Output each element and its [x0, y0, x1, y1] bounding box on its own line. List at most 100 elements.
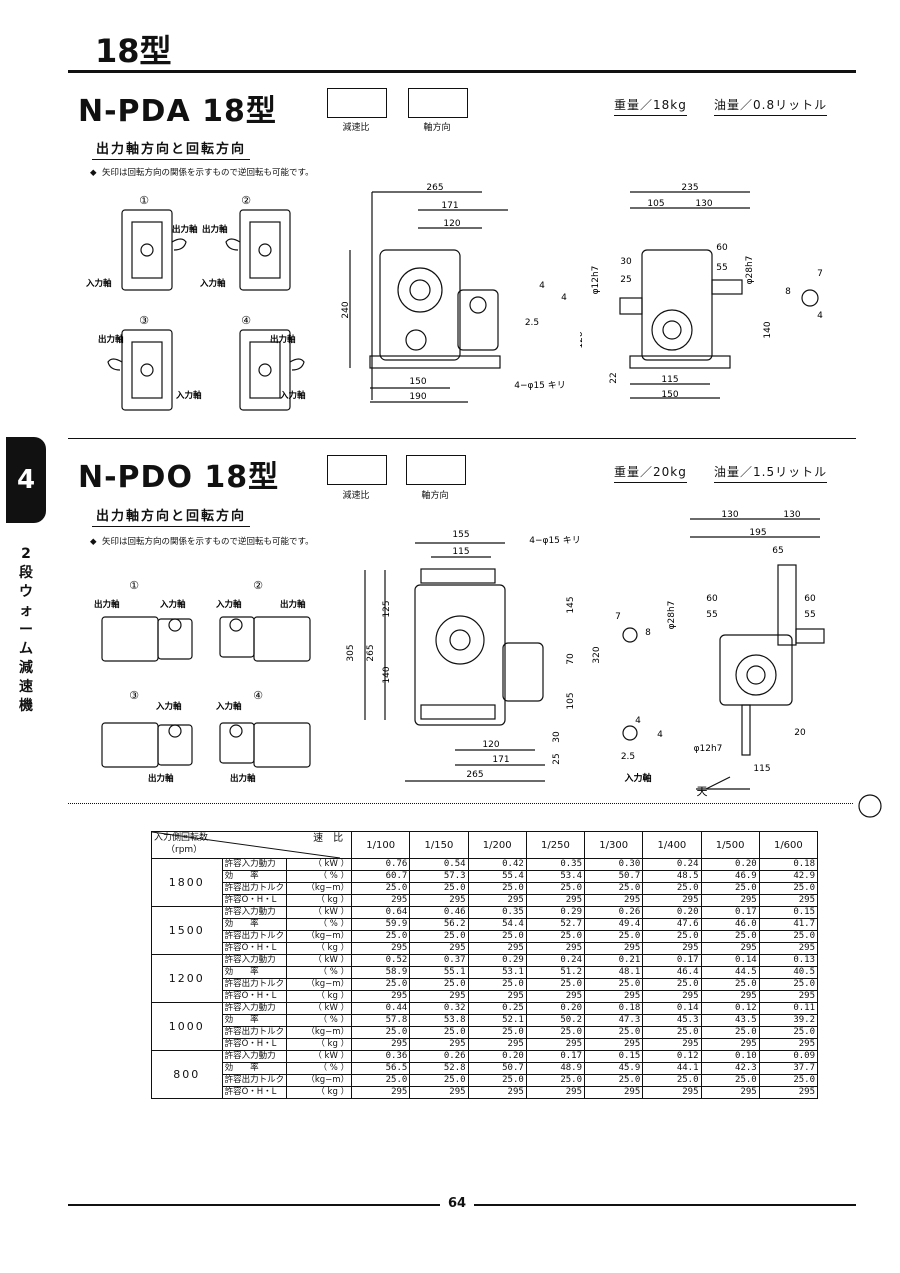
value-cell: 48.9	[525, 1062, 586, 1075]
chapter-title-char: 2	[21, 546, 31, 562]
chapter-title-char: ム	[19, 641, 33, 657]
value-cell: 295	[700, 942, 760, 955]
note-text: 矢印は回転方向の関係を示すもので逆回転も可能です。	[101, 168, 314, 178]
value-cell: 25.0	[642, 930, 702, 943]
value-cell: 295	[525, 1086, 586, 1099]
dim-text: 145	[566, 596, 576, 613]
item-unit: （ kg ）	[286, 1038, 353, 1051]
item-label: 許容O・H・L	[221, 1086, 288, 1099]
dim-text: 115	[753, 764, 770, 774]
chapter-title-char: 段	[19, 565, 33, 581]
dim-text: 265	[466, 770, 483, 780]
value-cell: 25.0	[584, 1074, 644, 1087]
output-label: 出力軸	[172, 224, 198, 235]
value-cell: 25.0	[758, 978, 819, 991]
value-cell: 40.5	[758, 966, 819, 979]
corner-rpm-bottom: （rpm）	[166, 845, 203, 855]
rotation-note: ◆ 矢印は回転方向の関係を示すもので逆回転も可能です。	[90, 168, 314, 178]
dim-text: 55	[804, 610, 815, 620]
axis-code-box[interactable]	[408, 88, 468, 118]
value-cell: 25.0	[409, 930, 469, 943]
item-unit: （kg−m）	[286, 1026, 353, 1039]
value-cell: 25.0	[700, 882, 760, 895]
value-cell: 295	[467, 894, 527, 907]
value-cell: 295	[642, 1086, 702, 1099]
value-cell: 25.0	[642, 1074, 702, 1087]
dim-text: 140	[763, 321, 773, 338]
dim-text: 8	[645, 628, 651, 638]
value-cell: 295	[700, 1038, 760, 1051]
dim-text: 25	[620, 275, 631, 285]
value-cell: 295	[584, 942, 644, 955]
value-cell: 295	[467, 990, 527, 1003]
ratio-code-box[interactable]	[327, 88, 387, 118]
corner-ratio: 速 比	[313, 833, 344, 844]
dim-text: 7	[817, 269, 823, 279]
value-cell: 295	[700, 1086, 760, 1099]
value-cell: 0.18	[584, 1002, 644, 1015]
input-label: 入力軸	[199, 278, 226, 289]
item-label: 許容入力動力	[221, 1002, 288, 1015]
item-unit: （ kW ）	[286, 954, 353, 967]
value-cell: 25.0	[351, 1074, 411, 1087]
item-unit: （ kW ）	[286, 1050, 353, 1063]
value-cell: 25.0	[584, 930, 644, 943]
chapter-title-char: ー	[19, 622, 33, 638]
value-cell: 295	[584, 990, 644, 1003]
value-cell: 44.1	[642, 1062, 702, 1075]
dim-text: 265	[366, 644, 376, 661]
item-label: 効 率	[221, 966, 288, 979]
weight-spec: 重量／18kg	[614, 96, 687, 116]
axis-code-box[interactable]	[406, 455, 466, 485]
input-label: 入力軸	[159, 599, 186, 610]
chapter-title-char: 機	[19, 698, 33, 714]
input-label: 入力軸	[175, 390, 202, 401]
value-cell: 0.54	[409, 858, 469, 871]
value-cell: 0.15	[584, 1050, 644, 1063]
section-dotted-rule	[68, 803, 853, 804]
dim-text: 7	[615, 612, 621, 622]
weight-spec: 重量／20kg	[614, 463, 687, 483]
table-corner: 入力側回転数 （rpm） 速 比	[150, 831, 353, 859]
value-cell: 25.0	[584, 1026, 644, 1039]
value-cell: 0.76	[351, 858, 411, 871]
value-cell: 0.20	[525, 1002, 586, 1015]
item-label: 効 率	[221, 1062, 288, 1075]
value-cell: 0.26	[584, 906, 644, 919]
ratio-header: 1/400	[642, 831, 702, 859]
dim-text: 4−φ15 キリ	[514, 381, 566, 391]
value-cell: 25.0	[467, 930, 527, 943]
value-cell: 295	[758, 1038, 819, 1051]
ratio-header: 1/200	[467, 831, 527, 859]
item-unit: （ kg ）	[286, 990, 353, 1003]
value-cell: 48.5	[642, 870, 702, 883]
dim-text: 60	[804, 594, 816, 604]
dim-text: 305	[346, 644, 356, 661]
item-label: 許容O・H・L	[221, 942, 288, 955]
dim-text: 195	[749, 528, 766, 538]
dim-text: 171	[441, 201, 458, 211]
dim-text: 70	[566, 653, 576, 665]
value-cell: 25.0	[584, 978, 644, 991]
value-cell: 45.9	[584, 1062, 644, 1075]
value-cell: 295	[758, 1086, 819, 1099]
dim-text: 130	[783, 510, 800, 520]
item-unit: （ kg ）	[286, 1086, 353, 1099]
value-cell: 295	[758, 894, 819, 907]
pattern-4: ④	[253, 689, 263, 702]
value-cell: 25.0	[351, 1026, 411, 1039]
dim-text: 4	[635, 716, 641, 726]
item-unit: （ % ）	[286, 1062, 353, 1075]
value-cell: 295	[409, 1038, 469, 1051]
input-label: 入力軸	[215, 599, 242, 610]
value-cell: 53.4	[525, 870, 586, 883]
value-cell: 39.2	[758, 1014, 819, 1027]
ratio-code-box[interactable]	[327, 455, 387, 485]
dim-text: 4	[657, 730, 663, 740]
